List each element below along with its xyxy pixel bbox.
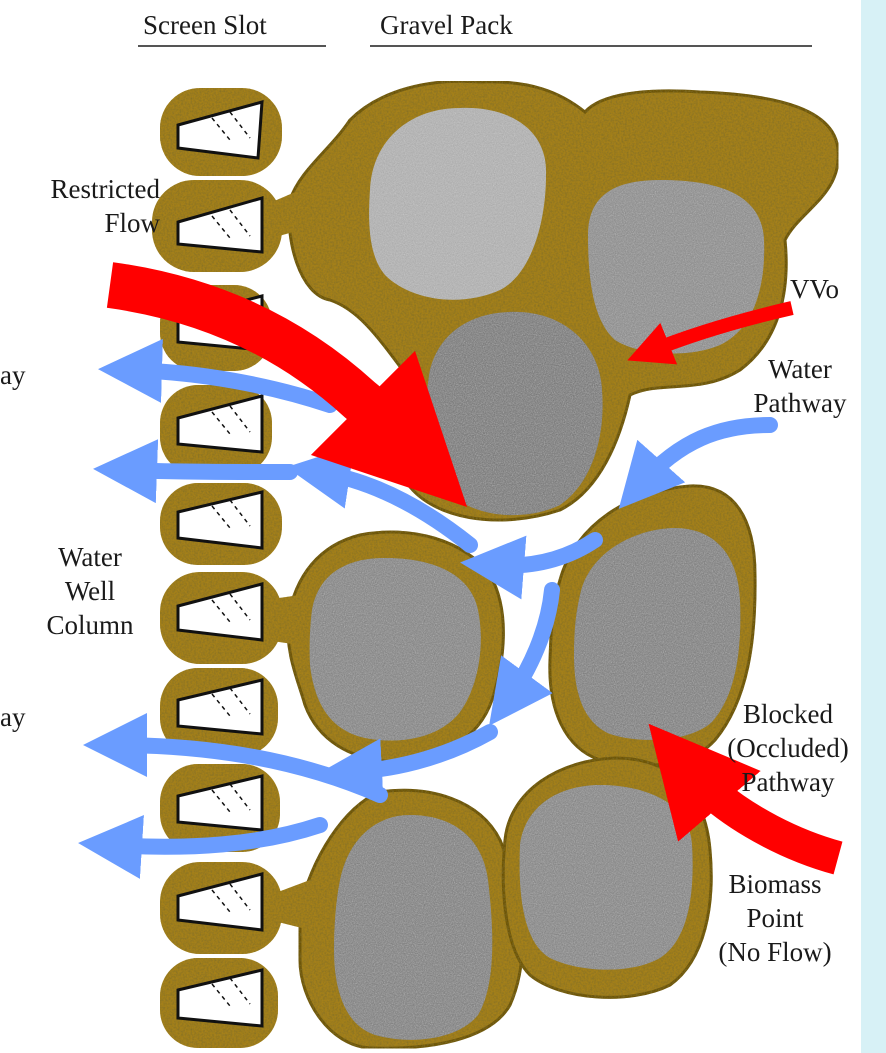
water-well-column-label: Water Well Column	[30, 540, 150, 642]
restricted-flow-label: Restricted Flow	[22, 172, 160, 240]
cut-label-top: ay	[0, 358, 25, 392]
gravel-grain-middle-right	[574, 528, 740, 740]
screen-column	[152, 88, 282, 1048]
water-pathway-right-label: Water Pathway	[742, 352, 858, 420]
vvo-label: VVo	[790, 272, 839, 306]
gravel-pack-header: Gravel Pack	[380, 8, 513, 42]
water-arrow-icon	[640, 425, 770, 485]
gravel-grain-lower-right	[520, 785, 693, 970]
gravel-grain-top-left	[369, 108, 546, 300]
gravel-grain-center	[427, 312, 603, 515]
cut-label-bottom: ay	[0, 700, 25, 734]
side-panel-strip	[858, 0, 886, 1053]
water-arrow-icon	[125, 470, 290, 472]
gravel-grain-lower-left	[334, 815, 492, 1040]
water-arrow-icon	[508, 590, 552, 700]
screen-slot-header: Screen Slot	[143, 8, 267, 42]
biomass-point-label: Biomass Point (No Flow)	[700, 867, 850, 969]
blocked-pathway-label: Blocked (Occluded) Pathway	[718, 697, 858, 799]
gravel-grain-middle-left	[310, 558, 481, 741]
